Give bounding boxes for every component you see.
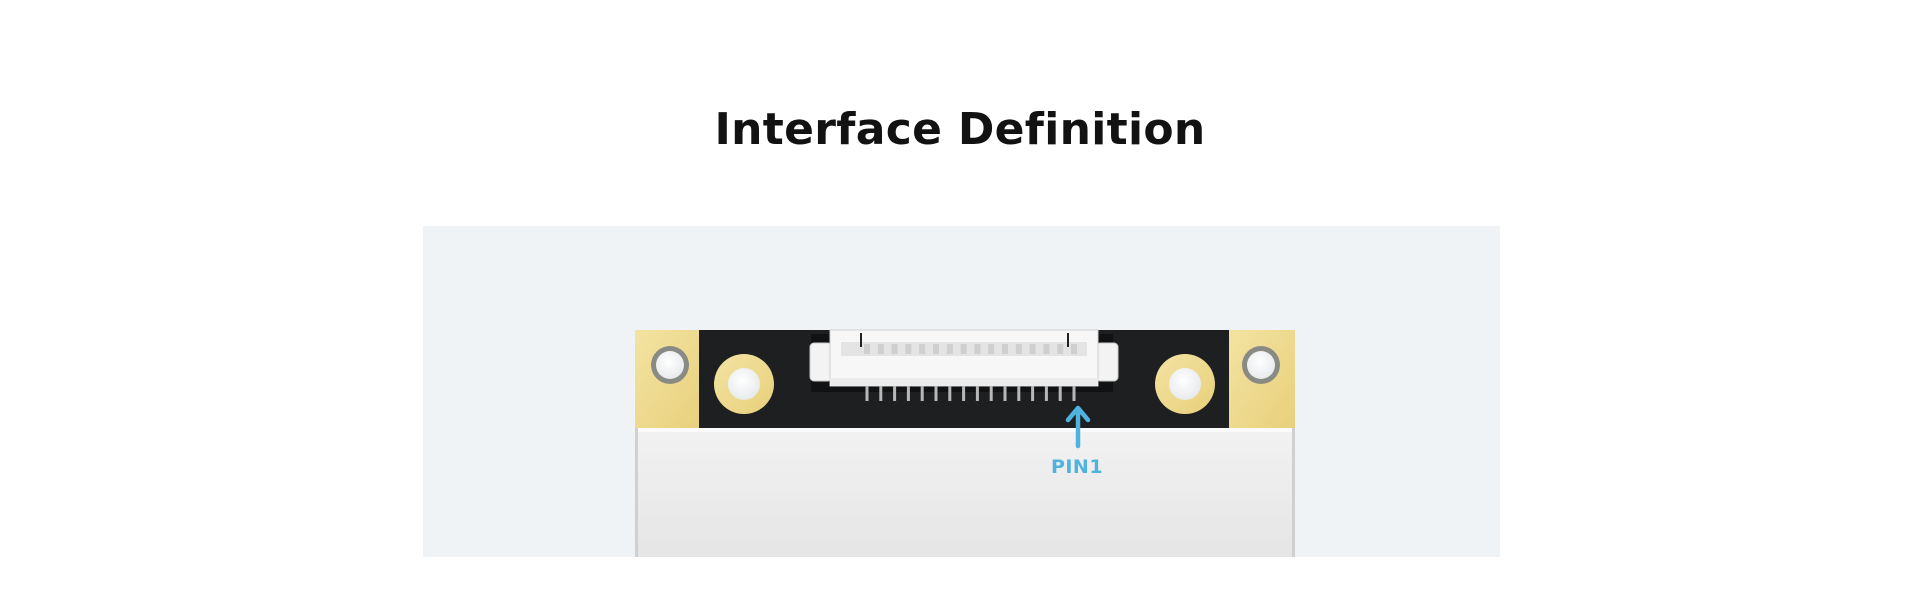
connector-contact [946,344,953,354]
left-inner-mounting-pad [714,354,774,414]
connector-contact [905,344,912,354]
connector-contact [960,344,967,354]
page-title: Interface Definition [714,104,1206,155]
solder-pin [906,386,910,401]
connector-contact [1002,344,1008,354]
solder-pin [948,386,952,401]
solder-pin [1003,386,1007,401]
connector-contact [974,344,981,354]
solder-pin [1058,386,1062,401]
connector-contact [919,344,926,354]
solder-pin [962,386,966,401]
connector-contact [891,344,898,354]
module-figure-panel: PIN1 [423,226,1500,557]
solder-pin [1031,386,1035,401]
connector-contact [988,344,995,354]
left-outer-mounting-hole [651,346,689,384]
right-outer-mounting-hole [1242,346,1280,384]
solder-pin [893,386,897,401]
connector-solder-pins [865,386,1076,401]
pin1-label: PIN1 [1051,456,1103,478]
module-illustration: PIN1 [635,329,1295,557]
solder-pin [934,386,938,401]
solder-pin [989,386,993,401]
solder-pin [1072,386,1076,401]
connector-contact [1015,344,1022,354]
pin1-marker: PIN1 [1051,405,1103,478]
connector-contact [864,344,870,354]
solder-pin [975,386,979,401]
connector-contact [877,344,884,354]
connector-contact [1043,344,1050,354]
connector-contact [1071,344,1077,354]
connector-contact [933,344,939,354]
solder-pin [920,386,924,401]
fpc-connector [809,329,1119,387]
solder-pin [1017,386,1021,401]
right-inner-mounting-pad [1155,354,1215,414]
arrow-up-icon [1065,405,1091,449]
solder-pin [865,386,869,401]
solder-pin [879,386,883,401]
shield-can [635,428,1295,557]
connector-contact [1029,344,1036,354]
solder-pin [1044,386,1048,401]
connector-contact [1057,344,1064,354]
